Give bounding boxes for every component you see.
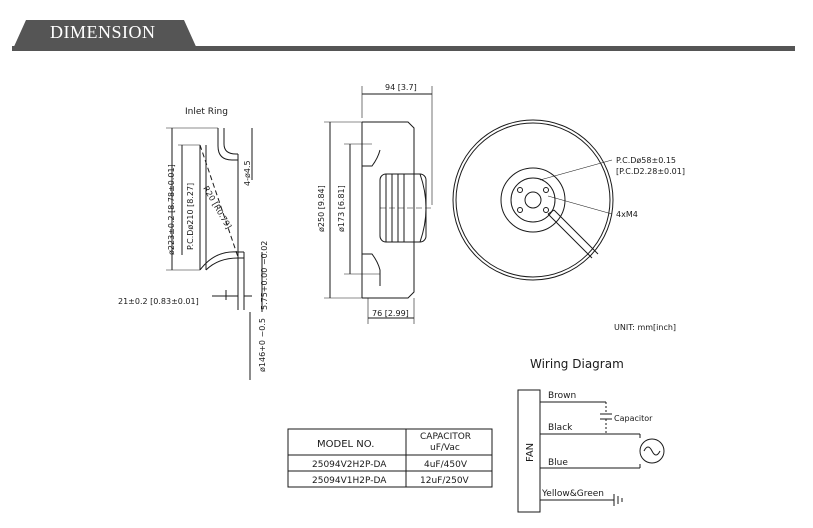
section-title: DIMENSION — [50, 22, 156, 42]
table-cell: 4uF/450V — [424, 460, 468, 470]
fan-side-view: 94 [3.7] ø250 [9.84] ø173 [6.81] 76 [2.9… — [317, 83, 433, 324]
wire-ground: Yellow&Green — [541, 489, 604, 499]
dim-575: 5.75+0.00 −0.02 — [260, 241, 269, 310]
wire-black: Black — [548, 423, 573, 433]
dim-76: 76 [2.99] — [372, 309, 409, 318]
ac-source-icon — [639, 438, 665, 464]
dim-21: 21±0.2 [0.83±0.01] — [118, 297, 199, 306]
dim-holes: 4-ø4.5 — [243, 160, 252, 186]
dim-146: ø146+0 −0.5 — [258, 318, 267, 372]
wiring-diagram: Wiring Diagram FAN Brown Black Blue Yell… — [517, 357, 665, 513]
wire-blue: Blue — [548, 458, 568, 468]
table-header-unit: uF/Vac — [430, 443, 460, 453]
dim-pcd-58: P.C.Dø58±0.15 — [616, 156, 676, 165]
dim-173: ø173 [6.81] — [337, 185, 346, 232]
capacitor-table: MODEL NO. CAPACITOR uF/Vac 25094V2H2P-DA… — [287, 428, 493, 488]
inlet-ring-title: Inlet Ring — [185, 107, 228, 117]
table-cell: 25094V2H2P-DA — [312, 460, 387, 470]
dim-pcd-210: P.C.Dø210 [8.27] — [186, 183, 195, 250]
dim-223: ø223±0.2 [8.78±0.01] — [167, 164, 176, 255]
table-header-model: MODEL NO. — [317, 439, 374, 450]
table-cell: 12uF/250V — [420, 476, 470, 486]
wiring-title: Wiring Diagram — [530, 357, 624, 371]
wire-brown: Brown — [548, 391, 576, 401]
fan-label: FAN — [525, 443, 536, 462]
table-header-capacitor: CAPACITOR — [420, 432, 471, 442]
inlet-ring-drawing: Inlet Ring ø223±0.2 [8.78±0.01] P.C.Dø21… — [118, 107, 269, 380]
section-header: DIMENSION — [12, 0, 795, 52]
capacitor-label: Capacitor — [614, 414, 653, 423]
header-rule — [12, 46, 795, 51]
dim-pcd-58-inch: [P.C.D2.28±0.01] — [616, 167, 685, 176]
section-tab: DIMENSION — [12, 14, 202, 51]
dim-250: ø250 [9.84] — [317, 185, 326, 232]
fan-front-view: P.C.Dø58±0.15 [P.C.D2.28±0.01] 4xM4 UNIT… — [452, 119, 685, 332]
unit-label: UNIT: mm[inch] — [614, 323, 676, 332]
dim-94: 94 [3.7] — [385, 83, 417, 92]
dim-screws: 4xM4 — [616, 210, 638, 219]
table-cell: 25094V1H2P-DA — [312, 476, 387, 486]
